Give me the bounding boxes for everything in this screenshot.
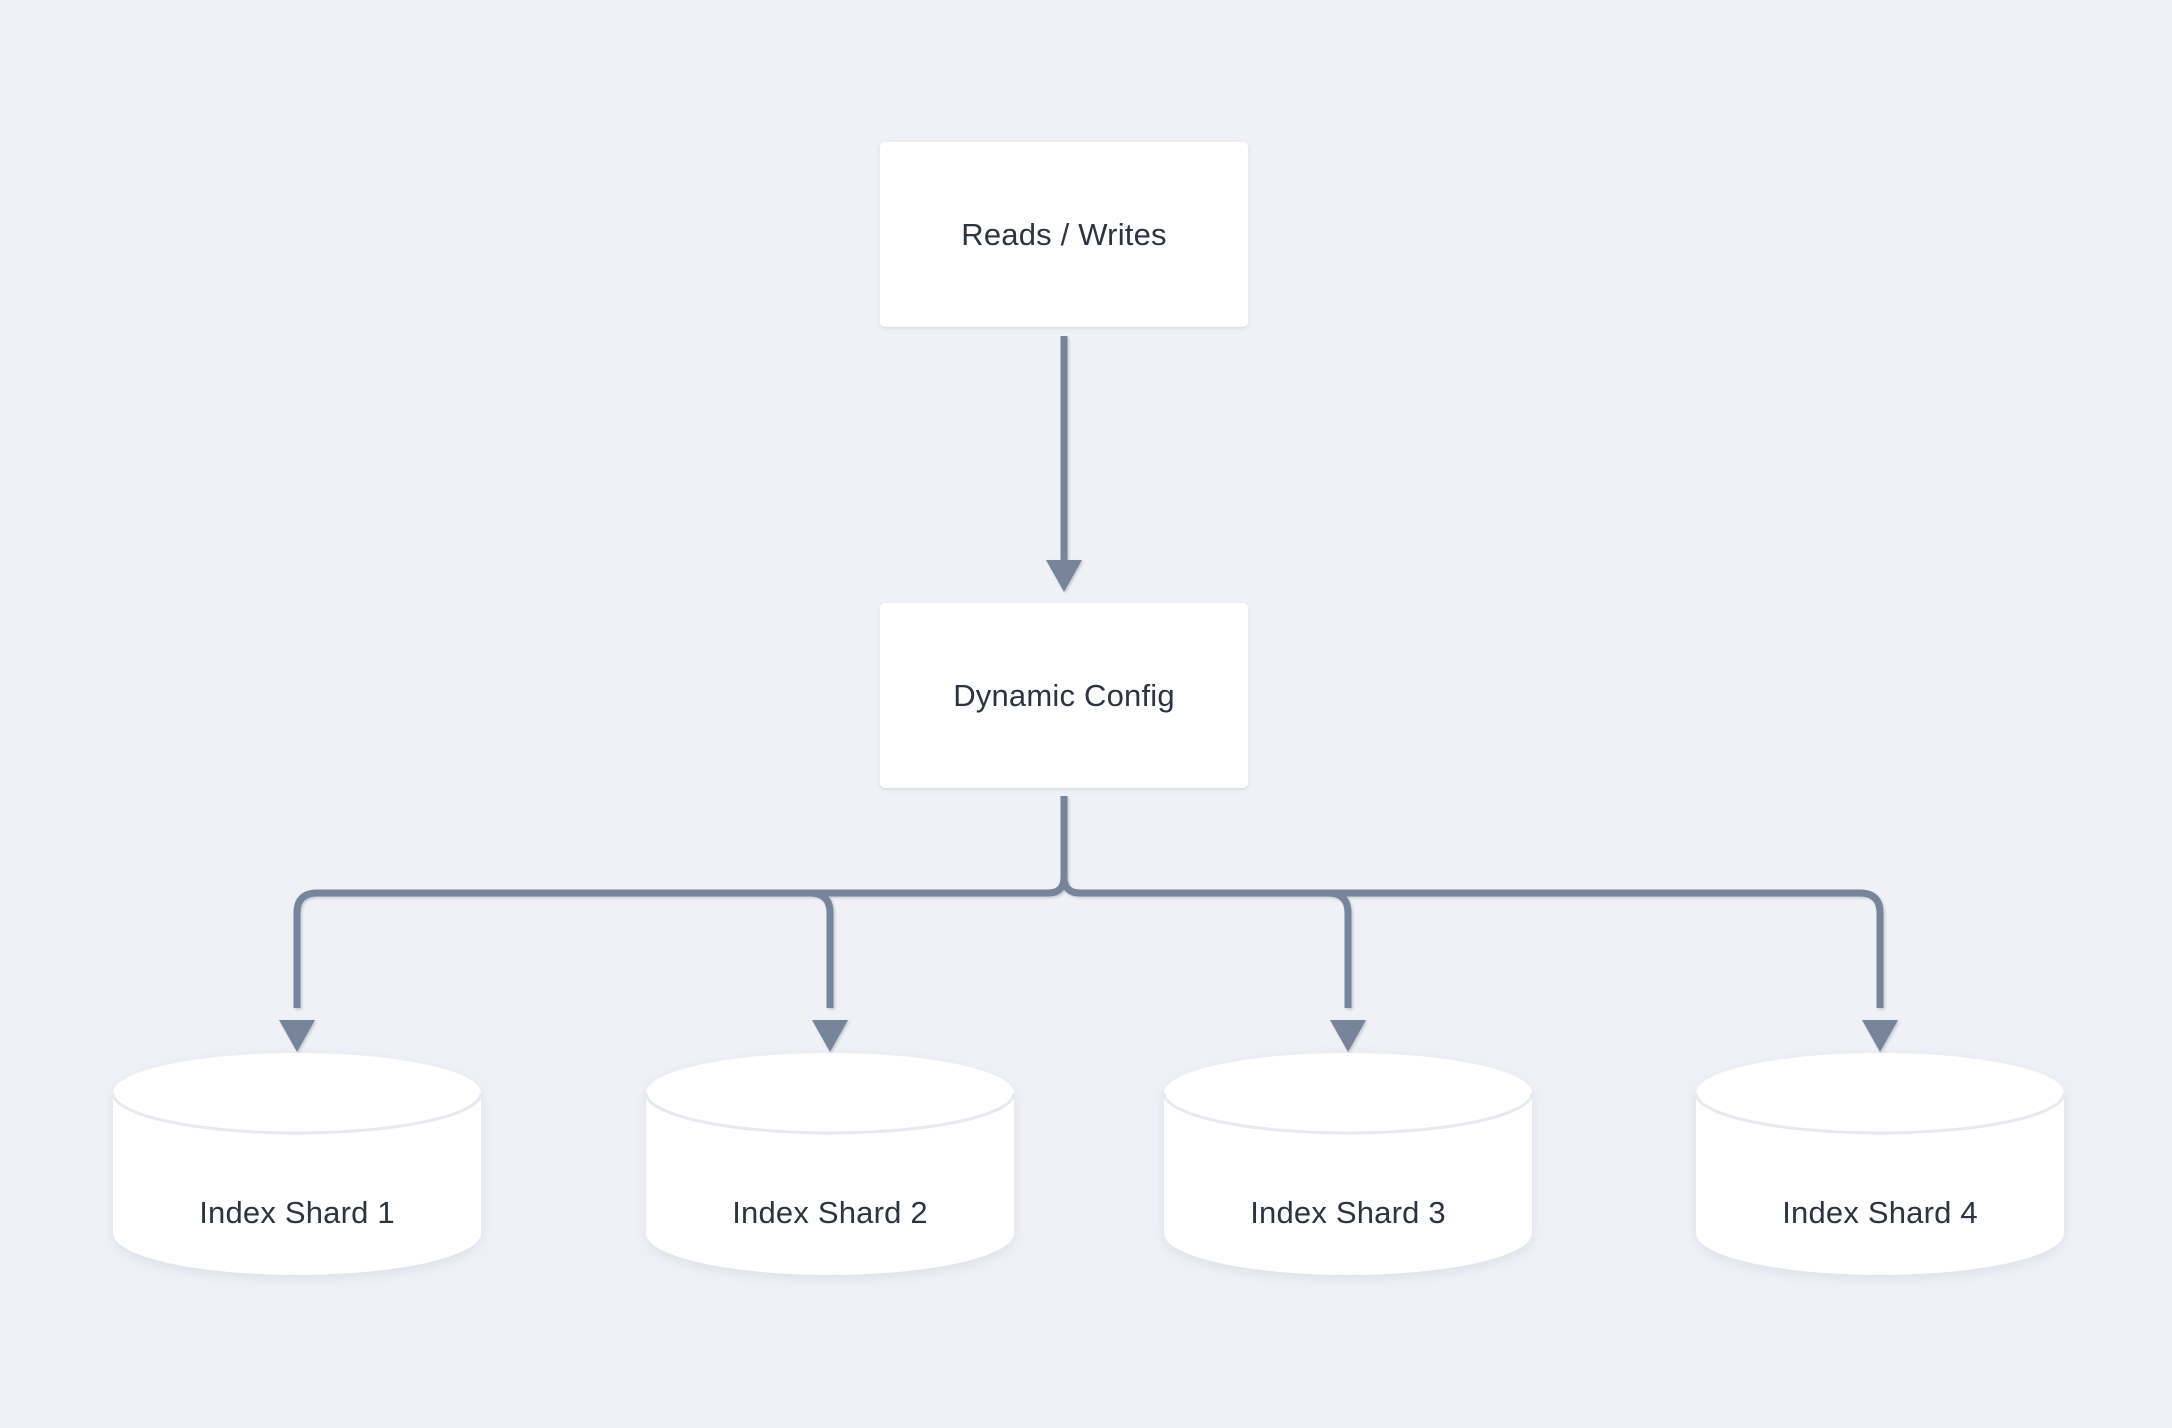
- edge-drop-shard-2: [809, 889, 834, 1008]
- cylinder-body: [113, 1093, 481, 1275]
- node-index-shard-2-label: Index Shard 2: [732, 1195, 928, 1230]
- edge-bus-left: [293, 889, 1048, 1008]
- edge-config-stem-right-fillet: [1060, 876, 1081, 897]
- node-index-shard-1[interactable]: Index Shard 1: [111, 1053, 483, 1275]
- cylinder-rim: [111, 1092, 483, 1135]
- arrowhead-to-shard-4: [1862, 1020, 1898, 1052]
- node-reads-writes[interactable]: Reads / Writes: [880, 142, 1248, 327]
- node-dynamic-config[interactable]: Dynamic Config: [880, 603, 1248, 788]
- node-dynamic-config-label: Dynamic Config: [953, 677, 1175, 713]
- arrowhead-to-shard-1: [279, 1020, 315, 1052]
- cylinder-body: [1164, 1093, 1532, 1275]
- node-reads-writes-label: Reads / Writes: [961, 216, 1167, 252]
- cylinder-body: [1696, 1093, 2064, 1275]
- node-index-shard-3-label: Index Shard 3: [1250, 1195, 1446, 1230]
- edge-bus-right: [1080, 889, 1884, 1008]
- node-index-shard-4[interactable]: Index Shard 4: [1694, 1053, 2066, 1275]
- node-index-shard-2[interactable]: Index Shard 2: [644, 1053, 1016, 1275]
- cylinder-rim: [1162, 1092, 1534, 1135]
- cylinder-top: [646, 1053, 1014, 1133]
- cylinder-top: [1696, 1053, 2064, 1133]
- cylinder-body: [646, 1093, 1014, 1275]
- cylinder-rim: [1694, 1092, 2066, 1135]
- cylinder-top: [1164, 1053, 1532, 1133]
- node-index-shard-4-label: Index Shard 4: [1782, 1195, 1978, 1230]
- node-index-shard-3[interactable]: Index Shard 3: [1162, 1053, 1534, 1275]
- edge-drop-shard-3: [1327, 889, 1352, 1008]
- cylinder-rim: [644, 1092, 1016, 1135]
- arrowhead-to-config: [1046, 560, 1082, 592]
- arrowhead-to-shard-3: [1330, 1020, 1366, 1052]
- node-index-shard-1-label: Index Shard 1: [199, 1195, 395, 1230]
- cylinder-top: [113, 1053, 481, 1133]
- arrowhead-to-shard-2: [812, 1020, 848, 1052]
